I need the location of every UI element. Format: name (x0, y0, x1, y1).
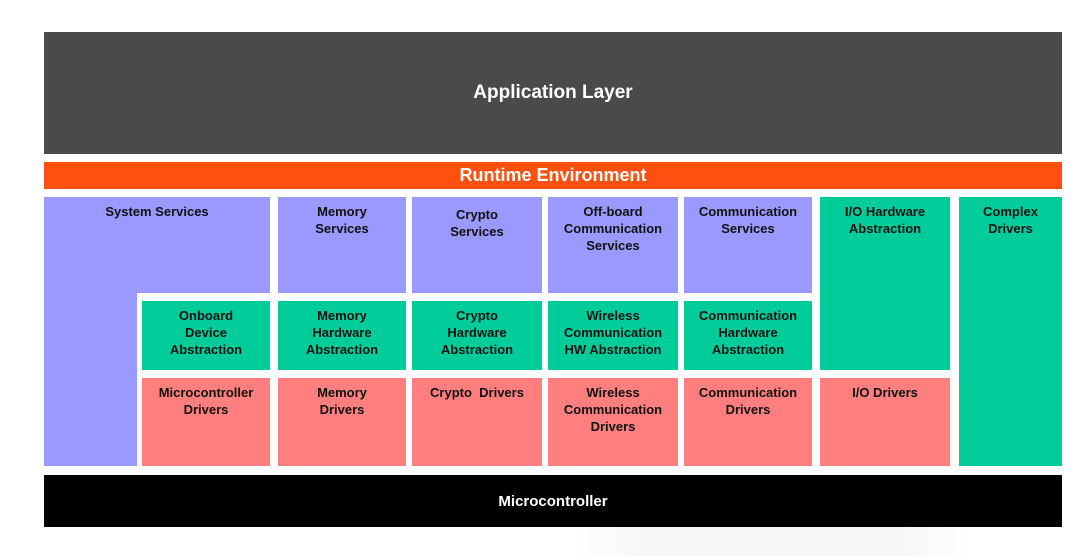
onboard-device-abstraction-block: Onboard Device Abstraction (142, 301, 270, 370)
communication-services-block: Communication Services (684, 197, 812, 293)
bottom-fade-shadow (572, 527, 972, 556)
memory-hardware-abstraction-block: Memory Hardware Abstraction (278, 301, 406, 370)
wireless-communication-hw-abstraction-block: Wireless Communication HW Abstraction (548, 301, 678, 370)
microcontroller-layer: Microcontroller (44, 475, 1062, 527)
microcontroller-drivers-block: Microcontroller Drivers (142, 378, 270, 466)
application-layer: Application Layer (44, 32, 1062, 154)
memory-services-block: Memory Services (278, 197, 406, 293)
runtime-environment-layer: Runtime Environment (44, 162, 1062, 189)
wireless-communication-drivers-block: Wireless Communication Drivers (548, 378, 678, 466)
complex-drivers-block: Complex Drivers (959, 197, 1062, 466)
memory-drivers-block: Memory Drivers (278, 378, 406, 466)
offboard-communication-services-block: Off-board Communication Services (548, 197, 678, 293)
io-hardware-abstraction-block: I/O Hardware Abstraction (820, 197, 950, 370)
communication-hardware-abstraction-block: Communication Hardware Abstraction (684, 301, 812, 370)
crypto-hardware-abstraction-block: Crypto Hardware Abstraction (412, 301, 542, 370)
runtime-environment-label: Runtime Environment (459, 165, 647, 185)
application-layer-label: Application Layer (473, 82, 633, 103)
system-services-shape (44, 197, 270, 466)
microcontroller-label: Microcontroller (498, 492, 608, 510)
io-drivers-block: I/O Drivers (820, 378, 950, 466)
system-services-label: System Services (105, 204, 209, 219)
communication-drivers-block: Communication Drivers (684, 378, 812, 466)
crypto-services-block: Crypto Services (412, 197, 542, 293)
crypto-drivers-block: Crypto Drivers (412, 378, 542, 466)
